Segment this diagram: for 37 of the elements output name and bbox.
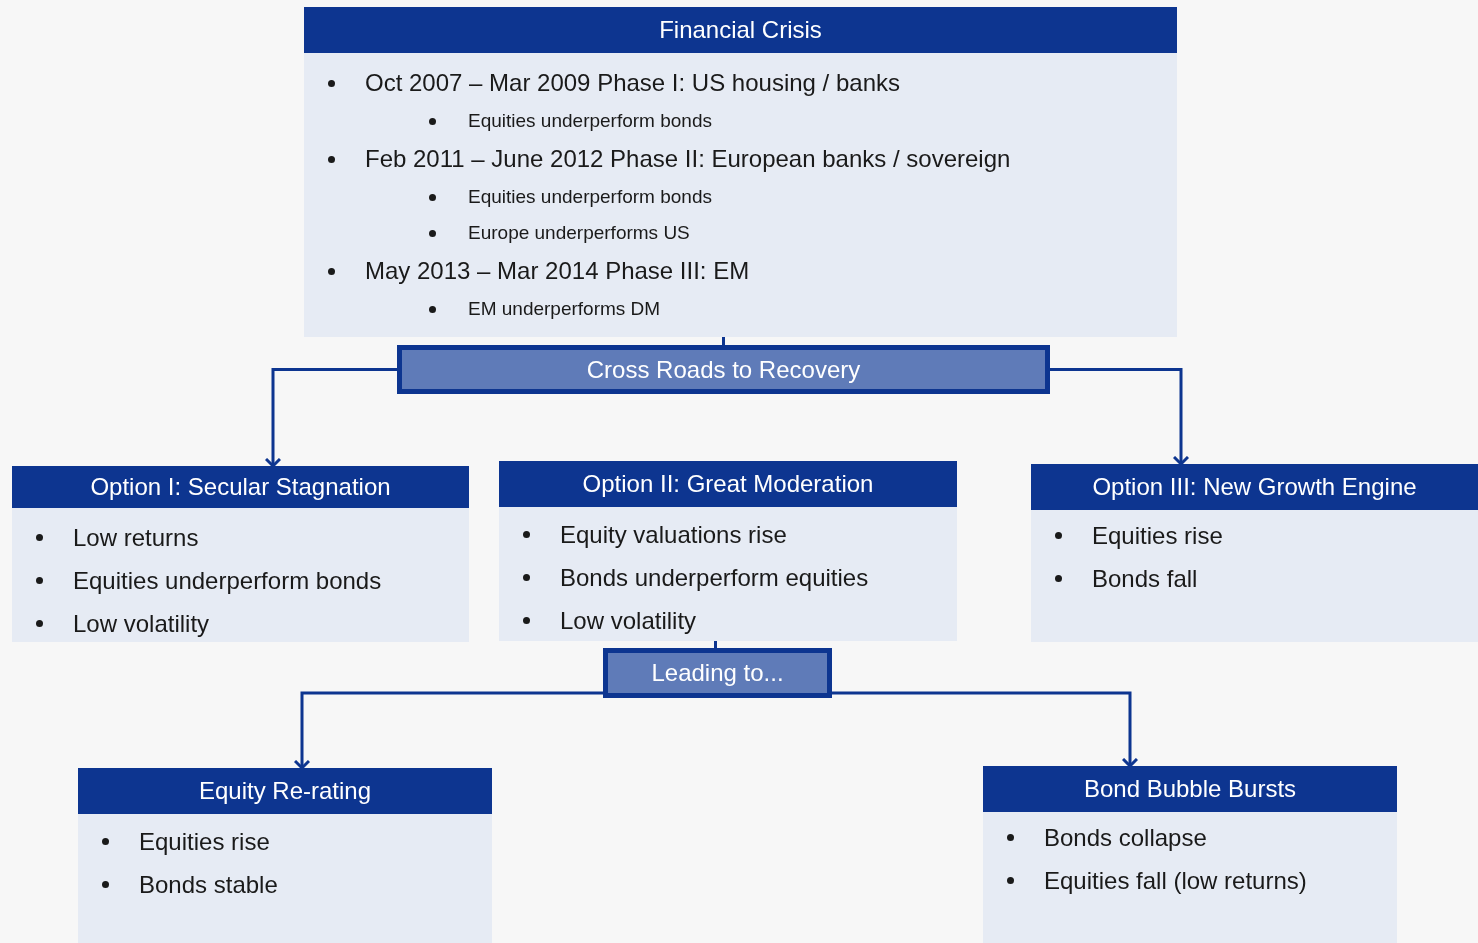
bullet-text: Bonds collapse bbox=[1044, 823, 1207, 852]
card-header: Option II: Great Moderation bbox=[499, 461, 957, 507]
bullet-text: Low volatility bbox=[73, 609, 210, 638]
connector-arrow bbox=[293, 691, 603, 770]
connector-arrow bbox=[1050, 368, 1190, 466]
connector-arrow bbox=[264, 368, 397, 468]
option-card bbox=[304, 7, 1177, 337]
bullet-text: Europe underperforms US bbox=[468, 222, 690, 244]
card-header: Bond Bubble Bursts bbox=[983, 766, 1397, 812]
bullet-text: Equities rise bbox=[1092, 521, 1223, 550]
option-card bbox=[499, 461, 957, 641]
bullet-text: Low returns bbox=[73, 523, 199, 552]
bullet-text: Oct 2007 – Mar 2009 Phase I: US housing / banks bbox=[365, 69, 900, 97]
label-box: Leading to... bbox=[603, 648, 832, 698]
bullet-text: EM underperforms DM bbox=[468, 298, 661, 320]
bullet-text: Equity valuations rise bbox=[560, 520, 787, 549]
card-header: Equity Re-rating bbox=[78, 768, 492, 814]
bullet-text: Low volatility bbox=[560, 606, 697, 635]
bullet-text: Equities underperform bonds bbox=[73, 566, 382, 595]
bullet-text: May 2013 – Mar 2014 Phase III: EM bbox=[365, 257, 750, 285]
label-box: Cross Roads to Recovery bbox=[397, 345, 1050, 394]
bullet-text: Equities underperform bonds bbox=[468, 110, 712, 132]
card-header: Option I: Secular Stagnation bbox=[12, 466, 469, 508]
option-card bbox=[1031, 464, 1478, 642]
card-header: Financial Crisis bbox=[304, 7, 1177, 53]
option-card bbox=[78, 768, 492, 943]
bullet-text: Equities underperform bonds bbox=[468, 186, 712, 208]
option-card bbox=[12, 466, 469, 642]
connector-arrow bbox=[832, 691, 1139, 768]
option-card bbox=[983, 766, 1397, 943]
bullet-text: Bonds stable bbox=[139, 870, 278, 899]
bullet-text: Feb 2011 – June 2012 Phase II: European banks / sovereign bbox=[365, 145, 1011, 173]
bullet-text: Bonds underperform equities bbox=[560, 563, 869, 592]
bullet-text: Equities fall (low returns) bbox=[1044, 866, 1307, 895]
bullet-text: Bonds fall bbox=[1092, 564, 1198, 593]
card-header: Option III: New Growth Engine bbox=[1031, 464, 1478, 510]
bullet-text: Equities rise bbox=[139, 827, 270, 856]
